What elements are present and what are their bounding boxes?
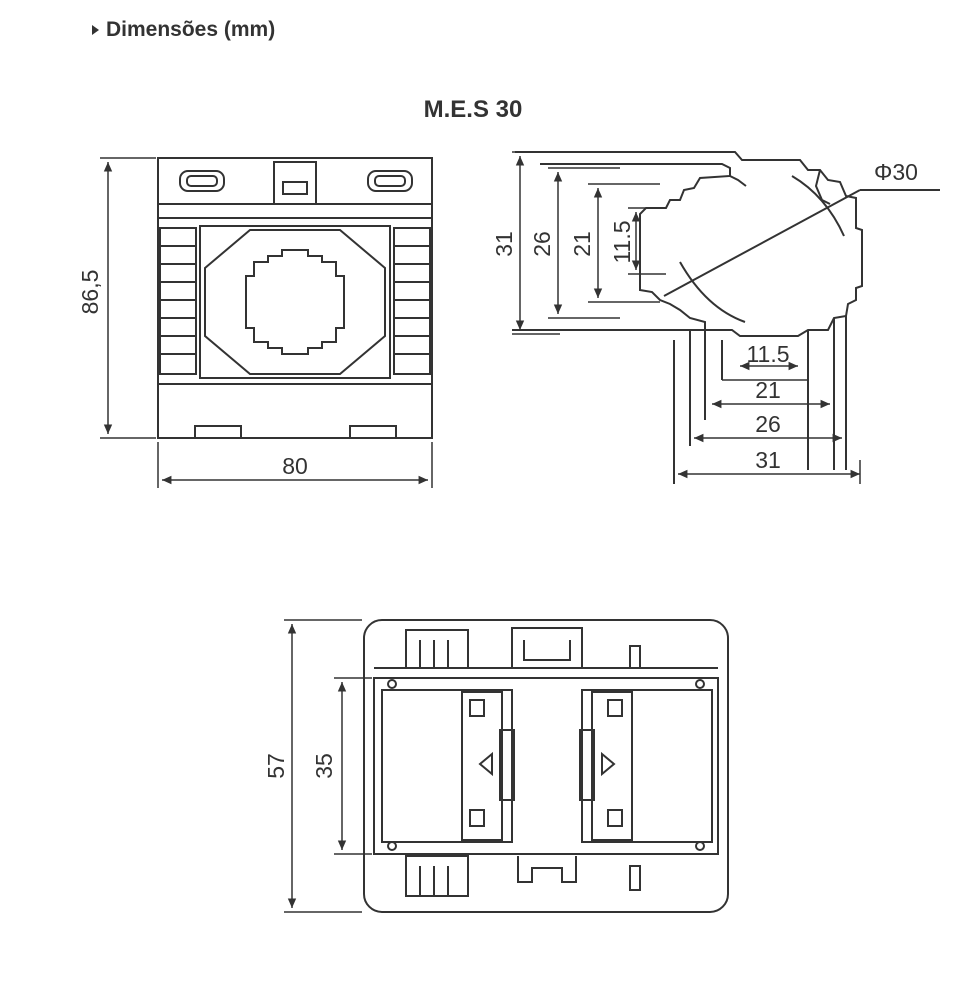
front-window	[199, 225, 391, 379]
model-title: M.E.S 30	[423, 96, 523, 123]
top-view	[363, 619, 729, 913]
top-outer-frame	[363, 619, 729, 913]
dim-side-21: 21	[569, 231, 595, 257]
dim-top-35: 35	[311, 753, 337, 779]
dim-front-width: 80	[282, 453, 308, 479]
front-foot-right	[349, 425, 397, 439]
front-view	[157, 157, 433, 439]
dim-side-26: 26	[529, 231, 555, 257]
side-view	[512, 151, 940, 484]
front-foot-left	[194, 425, 242, 439]
top-inner-body	[373, 677, 719, 855]
dim-diameter: Φ30	[874, 159, 918, 185]
front-slot-right	[367, 170, 413, 192]
side-bore-arc	[679, 261, 746, 323]
front-body	[157, 157, 433, 439]
dim-side-11-5: 11.5	[609, 220, 635, 263]
dim-bottom-26: 26	[755, 411, 781, 437]
dim-front-height: 86,5	[77, 270, 103, 315]
front-slot-left	[179, 170, 225, 192]
triangle-right-icon	[92, 25, 99, 35]
section-header: Dimensões (mm)	[92, 18, 275, 42]
side-outline	[512, 151, 863, 337]
dim-top-57: 57	[263, 753, 289, 779]
section-title: Dimensões (mm)	[106, 18, 276, 41]
dim-bottom-21: 21	[755, 377, 781, 403]
front-bore	[245, 249, 345, 355]
dim-side-31: 31	[491, 231, 517, 257]
dim-bottom-31: 31	[755, 447, 781, 473]
dim-bottom-11-5: 11.5	[746, 341, 789, 367]
